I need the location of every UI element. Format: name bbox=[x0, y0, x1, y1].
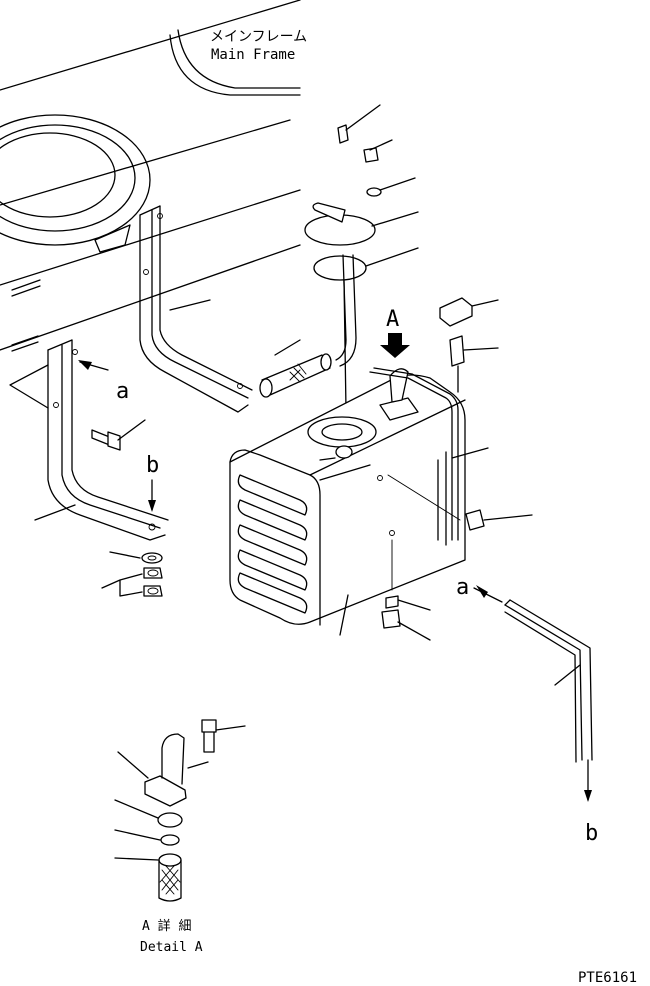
mounting-bracket-right: b bbox=[504, 599, 598, 846]
ref-a-label-right: a bbox=[456, 575, 469, 600]
ref-b-label: b bbox=[146, 453, 159, 478]
cap-icon bbox=[304, 104, 419, 281]
ref-b-arrow-left: b bbox=[146, 453, 159, 512]
view-a-marker: A bbox=[380, 307, 410, 358]
drawing-code: PTE6161 bbox=[578, 970, 637, 986]
washer-icon bbox=[109, 551, 163, 564]
detail-a-title-jp: A 詳 細 bbox=[142, 918, 191, 934]
sensor-icon bbox=[449, 335, 499, 393]
clamp-icon bbox=[439, 297, 499, 327]
ref-b-label-right: b bbox=[585, 821, 598, 846]
ref-a-label: a bbox=[116, 379, 129, 404]
filter-icon bbox=[259, 339, 332, 398]
hose-icon bbox=[335, 254, 357, 411]
ref-a-arrow-right: a bbox=[456, 575, 503, 603]
view-a-label: A bbox=[386, 307, 399, 332]
ref-a-arrow-left: a bbox=[78, 360, 129, 404]
detail-a-group: A 詳 細 Detail A bbox=[114, 719, 246, 955]
plug-icon bbox=[381, 595, 431, 641]
strainer-icon bbox=[158, 853, 182, 902]
detail-a-title-en: Detail A bbox=[140, 940, 203, 955]
bolt-icon bbox=[91, 419, 146, 451]
main-frame bbox=[0, 0, 301, 352]
main-frame-label-jp: メインフレーム bbox=[210, 29, 307, 45]
tank-icon bbox=[229, 367, 533, 636]
main-frame-label-en: Main Frame bbox=[211, 47, 295, 63]
nut-icon bbox=[101, 567, 163, 597]
mounting-bracket-left bbox=[34, 339, 169, 541]
mounting-bracket-upper bbox=[139, 205, 253, 413]
